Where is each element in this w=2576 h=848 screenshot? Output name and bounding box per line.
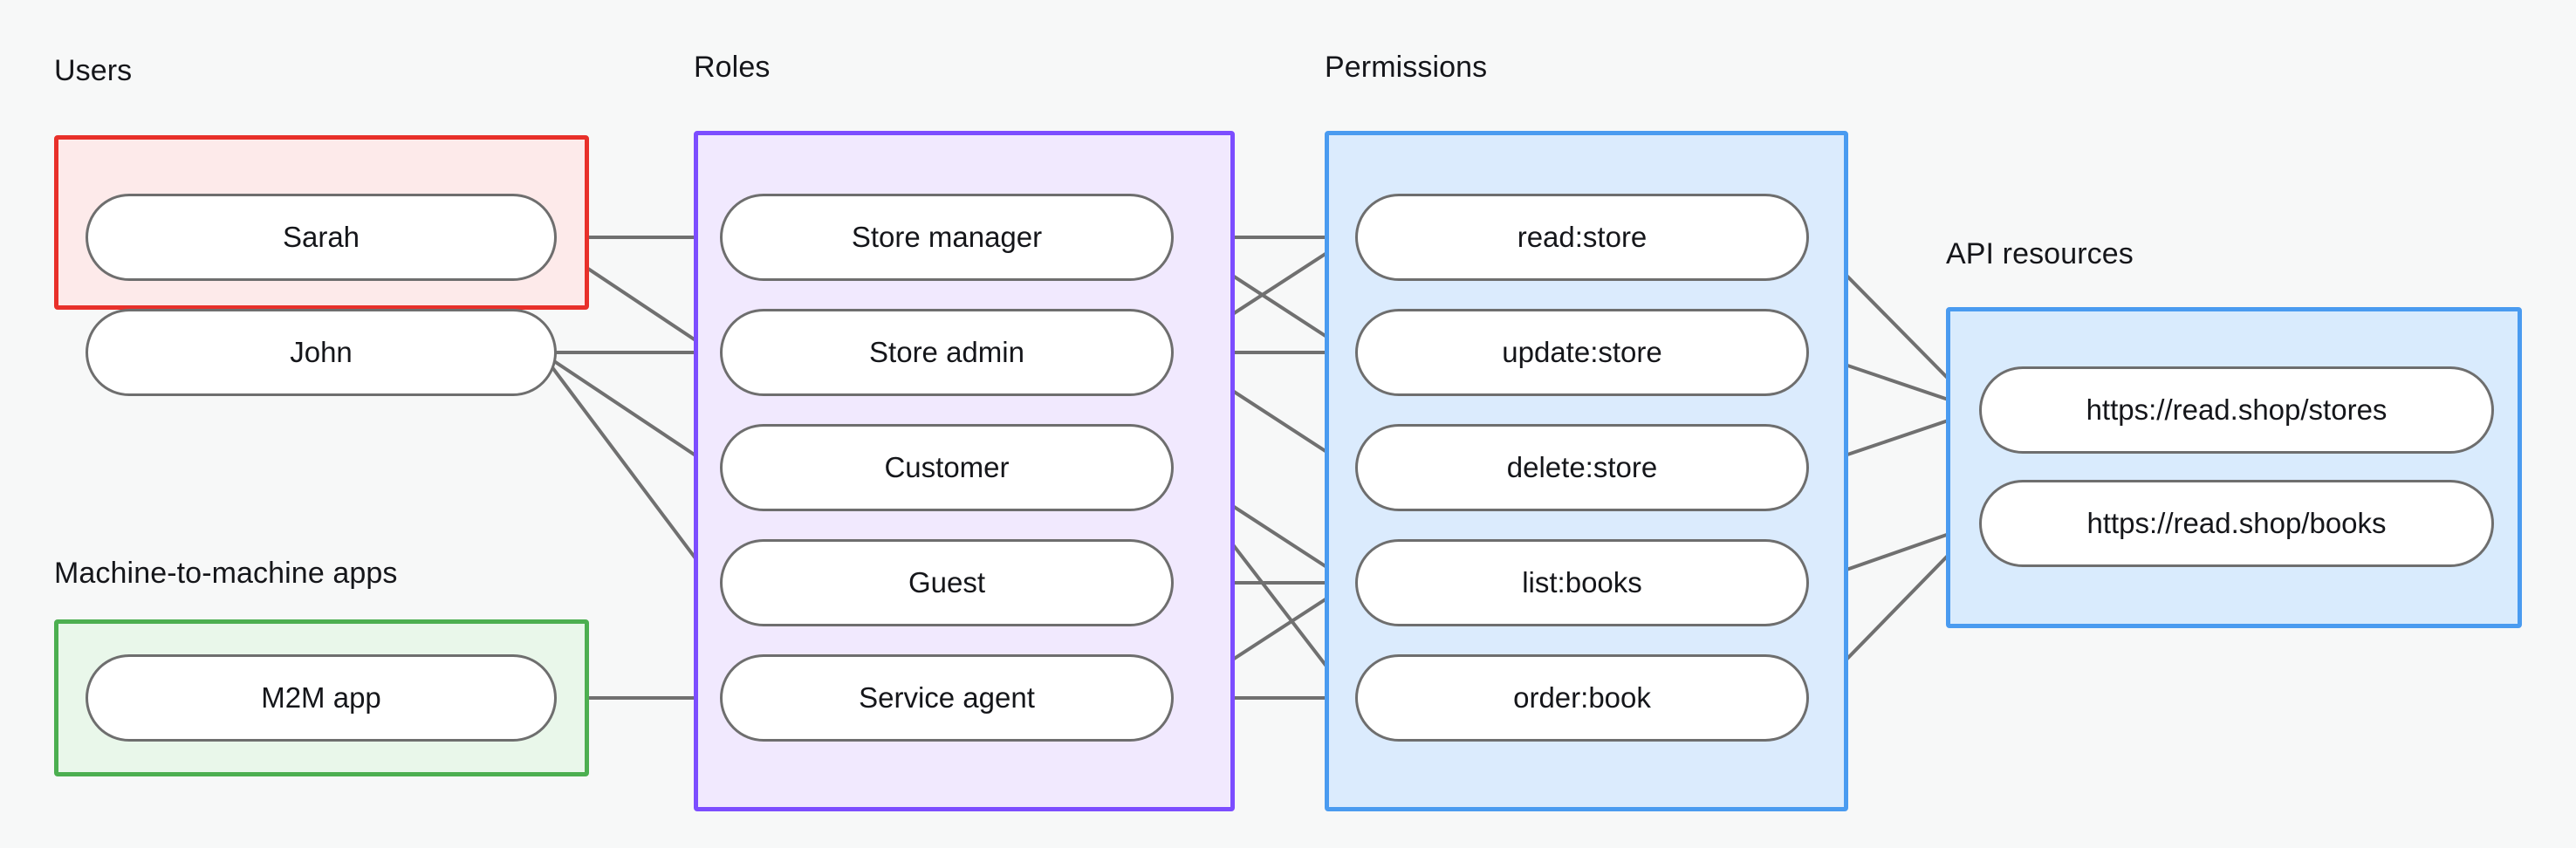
group-title-users: Users	[54, 54, 133, 87]
node-role-service-agent[interactable]: Service agent	[720, 654, 1174, 742]
node-user-john[interactable]: John	[86, 309, 557, 396]
node-api-resource-books[interactable]: https://read.shop/books	[1979, 480, 2494, 567]
node-role-customer[interactable]: Customer	[720, 424, 1174, 511]
node-role-store-admin[interactable]: Store admin	[720, 309, 1174, 396]
group-title-permissions: Permissions	[1325, 51, 1488, 84]
node-permission-read-store[interactable]: read:store	[1355, 194, 1809, 281]
node-m2m-app[interactable]: M2M app	[86, 654, 557, 742]
node-role-store-manager[interactable]: Store manager	[720, 194, 1174, 281]
group-title-api-resources: API resources	[1946, 237, 2134, 270]
node-permission-list-books[interactable]: list:books	[1355, 539, 1809, 626]
node-api-resource-stores[interactable]: https://read.shop/stores	[1979, 366, 2494, 454]
node-permission-update-store[interactable]: update:store	[1355, 309, 1809, 396]
group-title-m2m: Machine-to-machine apps	[54, 557, 398, 590]
group-box-api-resources	[1946, 307, 2522, 628]
group-title-roles: Roles	[694, 51, 771, 84]
node-permission-order-book[interactable]: order:book	[1355, 654, 1809, 742]
node-role-guest[interactable]: Guest	[720, 539, 1174, 626]
node-permission-delete-store[interactable]: delete:store	[1355, 424, 1809, 511]
node-user-sarah[interactable]: Sarah	[86, 194, 557, 281]
